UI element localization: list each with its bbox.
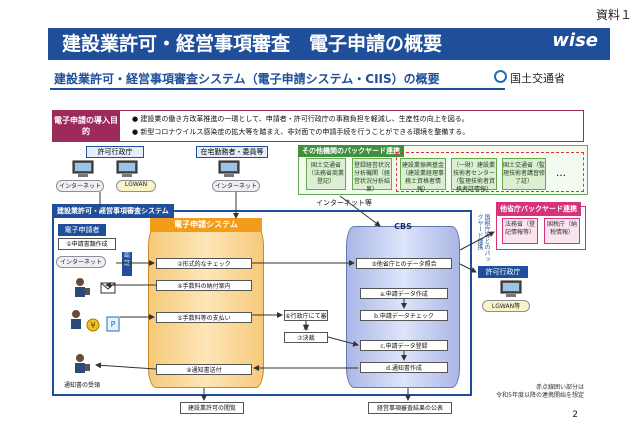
step-data-register: c.申請データ登録	[360, 340, 448, 351]
ministry-logo-icon	[494, 70, 507, 83]
document-label: 資料１	[595, 8, 632, 22]
kei-publication-output: 経営事項審査結果の公表	[368, 402, 452, 414]
internet-cloud: インターネット	[56, 180, 104, 192]
purpose-bullet-2: ● 新型コロナウイルス感染症の拡大等を踏まえ、非対面での申請手続を行うことができ…	[132, 128, 470, 136]
permit-agency-top: 許可行政庁	[86, 146, 144, 158]
permit-viewing-output: 建設業許可の閲覧	[180, 402, 244, 414]
page-number: 2	[572, 410, 578, 420]
step-fee-guide: ④手数料の納付案内	[156, 280, 252, 291]
other-agencies-title: 他省庁バックヤード連携	[496, 202, 581, 216]
purpose-label: 電子申請の導入目的	[52, 110, 120, 142]
subtitle-underline	[50, 88, 505, 90]
system-frame	[52, 210, 472, 396]
backyard-item: （一財）建設業技術者センター（監理技術者資格者証情報）	[451, 158, 497, 193]
ministry-name: 国土交通省	[510, 72, 565, 85]
footnote-line: 令和5年度以降の連携開始を想定	[496, 392, 584, 399]
backyard-title: その他機関のバックヤード連携	[298, 145, 404, 157]
system-title: 建設業許可・経営事項審査システム	[52, 204, 174, 218]
other-agency-item: 法務省（登記情報等）	[502, 218, 538, 244]
payment-service-icon: P	[106, 316, 120, 332]
step-data-check: b.申請データチェック	[360, 310, 448, 321]
footnote-line: 赤点線囲い部分は	[535, 384, 584, 391]
internet-cloud: インターネット	[212, 180, 260, 192]
footnote: 赤点線囲い部分は 令和5年度以降の連携開始を想定	[496, 384, 584, 400]
step-data-create: a.申請データ作成	[360, 288, 448, 299]
create-form-step: ①申請書類作成	[58, 238, 116, 250]
applicant-label: 電子申請者	[58, 224, 106, 236]
computer-icon	[72, 160, 94, 177]
permit-agency-right: 許可行政庁	[478, 266, 528, 278]
cbs-title: CBS	[394, 222, 412, 231]
result-receive-label: 通知書の受領	[64, 382, 101, 389]
future-link-outline	[396, 152, 584, 192]
other-agency-item: 国税庁（納税情報）	[544, 218, 580, 244]
internet-cloud: インターネット	[56, 256, 106, 268]
brand-logo: wise	[552, 30, 598, 51]
backyard-item: 建設業振興基金（建設業経理事務士資格者情報）	[400, 158, 446, 193]
person-payment-icon	[71, 310, 81, 329]
person-computer-icon	[75, 278, 90, 297]
step-notice-send: ⑨通知書送付	[156, 364, 252, 375]
lgwan-cloud: LGWAN等	[482, 300, 530, 312]
lgwan-cloud: LGWAN	[116, 180, 156, 192]
purpose-bullet-text: 新型コロナウイルス感染症の拡大等を踏まえ、非対面での申請手続を行うことができる環…	[140, 128, 470, 136]
purpose-bullet-1: ● 建設業の働き方改革推進の一環として、申請者・許可行政庁の事務負担を軽減し、生…	[132, 115, 469, 123]
svg-text:P: P	[111, 320, 116, 329]
backyard-internet-label: インターネット等	[316, 199, 372, 207]
step-approval: ⑦決裁	[284, 332, 328, 343]
backyard-ellipsis: …	[556, 168, 566, 179]
step-format-check: ②形式的なチェック	[156, 258, 252, 269]
step-notice-create: d.通知書作成	[360, 362, 448, 373]
purpose-bullet-text: 建設業の働き方改革推進の一環として、申請者・許可行政庁の事務負担を軽減し、生産性…	[140, 115, 469, 123]
person-receive-icon	[75, 354, 90, 373]
backyard-item: 国土交通省（法務省商業登記）	[306, 158, 346, 190]
subtitle: 建設業許可・経営事項審査システム（電子申請システム・CIIS）の概要	[54, 72, 440, 86]
other-agency-link-label: 国税庁等とのバックヤード連携	[476, 214, 490, 262]
housing-dept: 在宅勤務者・委員等	[196, 146, 268, 158]
yen-coin-icon: ¥	[86, 318, 100, 332]
computer-icon	[500, 280, 522, 297]
purpose-box	[52, 110, 584, 142]
step-data-match: ③他省庁とのデータ照合	[356, 258, 452, 269]
step-fee-payment: ⑤手数料等の支払い	[156, 312, 252, 323]
backyard-item: 国土交通省（監理技術者講習修了証）	[502, 158, 546, 190]
electronic-system-title: 電子申請システム	[150, 218, 262, 232]
computer-icon	[218, 160, 240, 177]
svg-text:¥: ¥	[90, 321, 95, 330]
page-title: 建設業許可・経営事項審査 電子申請の概要	[48, 28, 610, 60]
backyard-item: 登録経営状況分析機関（経営状況分析結果）	[352, 158, 392, 193]
computer-icon	[116, 160, 138, 177]
electronic-system-cylinder	[148, 226, 264, 388]
